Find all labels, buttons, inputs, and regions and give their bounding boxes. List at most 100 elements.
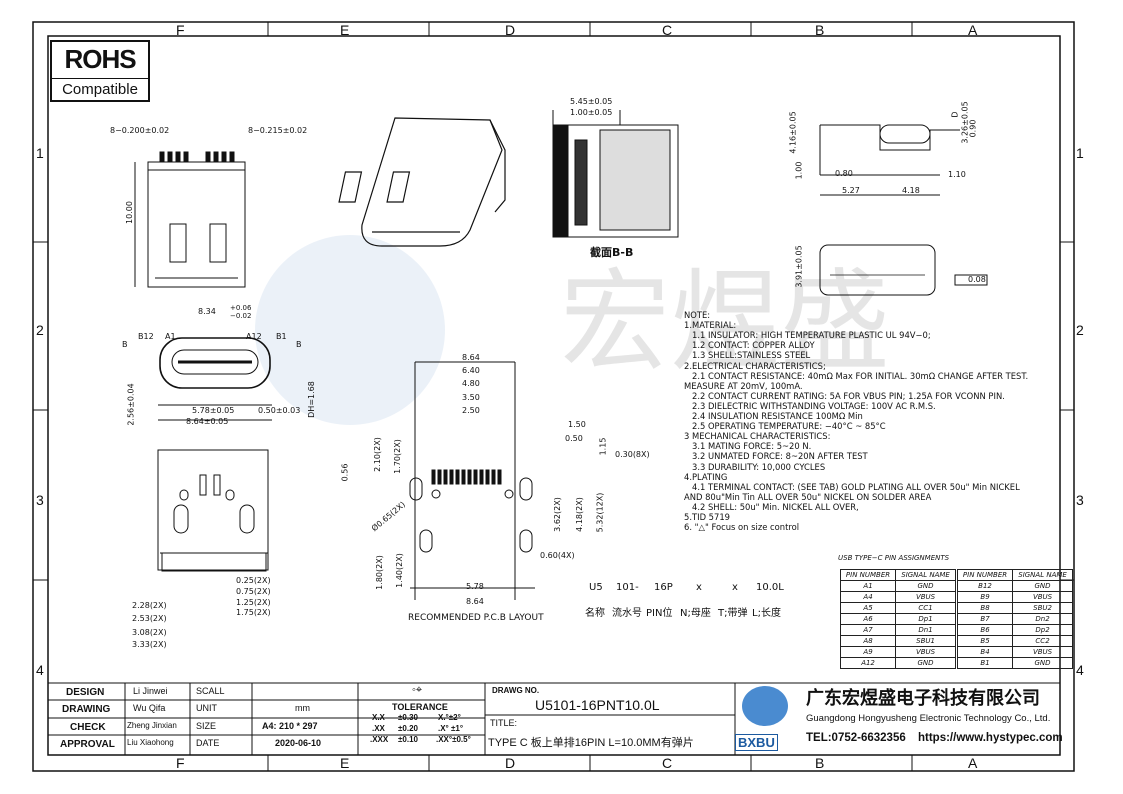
company-name-en: Guangdong Hongyusheng Electronic Technol… — [806, 713, 1051, 724]
table-cell: Dn2 — [1012, 613, 1073, 625]
code-part: 16P — [654, 582, 673, 593]
front-view — [158, 337, 272, 421]
projection-icon: ◦⌖ — [412, 684, 423, 696]
note-line: 6. "△" Focus on size control — [684, 522, 800, 533]
approval-name: Liu Xiaohong — [127, 738, 174, 747]
note-line: 2.1 CONTACT RESISTANCE: 40mΩ Max FOR INI… — [684, 370, 1029, 381]
dim-label: 2.10(2X) — [372, 437, 382, 472]
company-logo-icon — [742, 686, 788, 726]
check-name: Zheng Jinxian — [127, 721, 177, 730]
drawing-name: Wu Qifa — [133, 703, 166, 713]
pin-table-title: USB TYPE−C PIN ASSIGNMENTS — [838, 554, 950, 562]
check-label: CHECK — [70, 722, 106, 733]
code-part: 101- — [616, 582, 639, 593]
tol-cell: .X° ±1° — [438, 724, 464, 733]
dim-label: 3.08(2X) — [132, 628, 167, 637]
unit-value: mm — [295, 703, 310, 713]
dim-label: 0.75(2X) — [236, 587, 271, 596]
section-mark: B — [296, 340, 302, 349]
table-cell: VBUS — [1012, 646, 1073, 658]
dim-label: 4.80 — [462, 379, 480, 388]
tol-cell: .XXX — [370, 735, 389, 744]
zone-letter: B — [815, 22, 825, 38]
dim-label: 0.30(8X) — [615, 450, 650, 459]
dim-label: 5.45±0.05 — [570, 97, 613, 106]
bottom-view — [157, 449, 269, 572]
company-name-cn: 广东宏煜盛电子科技有限公司 — [806, 688, 1040, 708]
company-tel: TEL:0752-6632356 — [806, 732, 906, 744]
pin-mark: A12 — [246, 332, 262, 341]
dim-label: 4.16±0.05 — [788, 111, 798, 154]
rohs-title: ROHS — [64, 44, 136, 74]
note-line: 1.1 INSULATOR: HIGH TEMPERATURE PLASTIC … — [684, 330, 931, 341]
note-line: 3.2 UNMATED FORCE: 8~20N AFTER TEST — [684, 451, 868, 462]
note-line: 4.2 SHELL: 50u" Min. NICKEL ALL OVER, — [684, 501, 859, 512]
dim-label: 0.60(4X) — [540, 551, 575, 560]
zone-letter: C — [662, 22, 673, 38]
table-cell: B5 — [956, 635, 1014, 647]
zone-number: 2 — [1076, 322, 1084, 338]
zone-letter: E — [340, 22, 350, 38]
pin-mark: B12 — [138, 332, 154, 341]
dim-label: 8.64 — [466, 597, 484, 606]
table-cell: A1 — [839, 580, 897, 592]
code-meaning: T;带弹 — [718, 608, 748, 619]
size-label: SIZE — [196, 721, 217, 731]
dim-label: 3.33(2X) — [132, 640, 167, 649]
dim-label: 8.34 — [198, 307, 216, 316]
design-label: DESIGN — [66, 687, 105, 698]
note-line: AND 80u"Min Tin ALL OVER 50u" NICKEL ON … — [684, 491, 932, 502]
zone-number: 4 — [1076, 662, 1084, 678]
table-header: SIGNAL NAME — [895, 569, 956, 581]
code-meaning: N;母座 — [680, 608, 711, 619]
zone-letter: D — [505, 755, 516, 771]
notes-block: NOTE:1.MATERIAL: 1.1 INSULATOR: HIGH TEM… — [684, 300, 1028, 542]
note-line: 3.3 DURABILITY: 10,000 CYCLES — [684, 461, 826, 472]
dim-label: −0.02 — [230, 312, 252, 320]
dim-label: 8−0.200±0.02 — [110, 126, 170, 135]
table-cell: A7 — [839, 624, 897, 636]
zone-letter: C — [662, 755, 673, 771]
pin-mark: A1 — [165, 332, 176, 341]
note-line: 1.MATERIAL: — [684, 320, 737, 331]
title-label: TITLE: — [490, 718, 518, 728]
section-mark: B — [122, 340, 128, 349]
table-cell: A5 — [839, 602, 897, 614]
end-view — [819, 244, 988, 296]
tol-cell: X.X — [372, 713, 385, 722]
table-cell: CC1 — [895, 602, 956, 614]
isometric-view — [338, 117, 506, 247]
tol-cell: .XX — [372, 724, 385, 733]
table-header: PIN NUMBER — [839, 569, 897, 581]
dim-label: 3.50 — [462, 393, 480, 402]
dim-label: 2.53(2X) — [132, 614, 167, 623]
dim-label: 8.64 — [462, 353, 480, 362]
zone-number: 1 — [1076, 145, 1084, 161]
note-line: MEASURE AT 20mV, 100mA. — [684, 380, 803, 391]
dim-label: 1.70(2X) — [392, 439, 402, 474]
table-cell: Dn1 — [895, 624, 956, 636]
title-value: TYPE C 板上单排16PIN L=10.0MM有弹片 — [488, 737, 694, 749]
dim-label: 4.18(2X) — [574, 497, 584, 532]
table-cell: B7 — [956, 613, 1014, 625]
unit-label: UNIT — [196, 703, 217, 713]
dim-label: 3.91±0.05 — [794, 245, 804, 288]
note-line: 1.3 SHELL:STAINLESS STEEL — [684, 350, 811, 361]
tol-cell: ±0.20 — [398, 724, 418, 733]
table-cell: B8 — [956, 602, 1014, 614]
dim-label: 1.40(2X) — [394, 553, 404, 588]
note-line: 1.2 CONTACT: COPPER ALLOY — [684, 340, 815, 351]
zone-letter: E — [340, 755, 350, 771]
code-part: x — [696, 582, 702, 593]
dim-label: 4.18 — [902, 186, 920, 195]
pcb-view — [409, 361, 535, 600]
dim-label: 2.28(2X) — [132, 601, 167, 610]
code-part: x — [732, 582, 738, 593]
zone-number: 4 — [36, 662, 44, 678]
dim-label: 8−0.215±0.02 — [248, 126, 308, 135]
dim-label: 0.80 — [835, 169, 853, 178]
dim-label: 0.56 — [340, 463, 350, 482]
dim-label: 1.10 — [948, 170, 966, 179]
rohs-badge: ROHS Compatible — [50, 40, 150, 102]
